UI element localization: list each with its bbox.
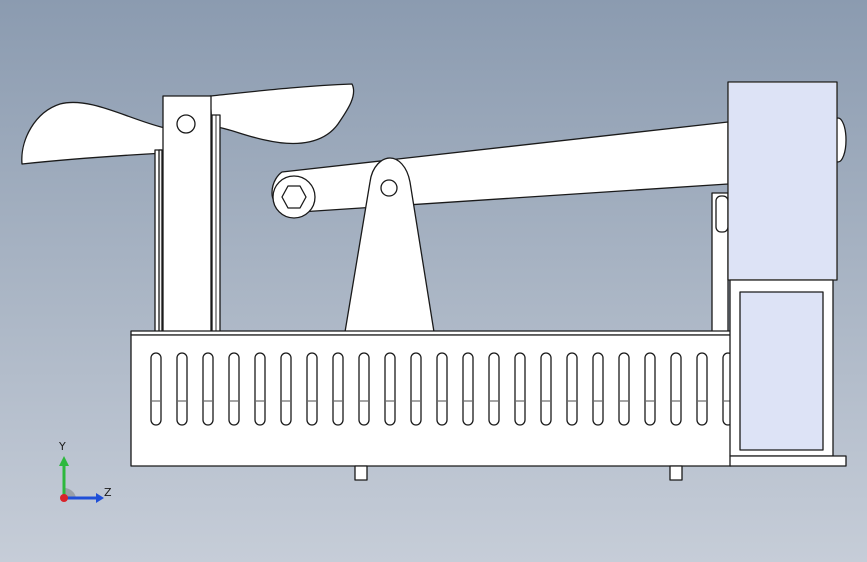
- vent-slot: [280, 352, 292, 426]
- right-housing-base[interactable]: [729, 455, 847, 467]
- vent-slot: [488, 352, 500, 426]
- vent-slot: [540, 352, 552, 426]
- left-wing-part[interactable]: [21, 101, 166, 165]
- base-box[interactable]: [130, 334, 732, 467]
- vent-slot: [306, 352, 318, 426]
- lever-beam[interactable]: [271, 121, 729, 213]
- vent-slot: [332, 352, 344, 426]
- left-post[interactable]: [162, 95, 212, 333]
- triad-z-label: Z: [104, 486, 112, 499]
- vent-slot: [176, 352, 188, 426]
- left-wing-right-part[interactable]: [209, 83, 355, 145]
- left-post-hole[interactable]: [176, 114, 196, 134]
- coordinate-triad: Y Z: [40, 436, 130, 516]
- vent-slot: [618, 352, 630, 426]
- pivot-support[interactable]: [344, 157, 435, 333]
- hex-bolt-icon: [281, 185, 307, 209]
- vent-slot: [670, 352, 682, 426]
- foot-right[interactable]: [669, 465, 683, 481]
- vent-slot: [410, 352, 422, 426]
- vent-slot: [228, 352, 240, 426]
- vent-slot: [254, 352, 266, 426]
- right-housing-upper-face[interactable]: [729, 83, 836, 279]
- vent-slot: [696, 352, 708, 426]
- vent-slot: [514, 352, 526, 426]
- right-roller[interactable]: [715, 195, 729, 233]
- vent-slot: [462, 352, 474, 426]
- pivot-hole[interactable]: [380, 179, 398, 197]
- vent-slot: [150, 352, 162, 426]
- vent-slot: [644, 352, 656, 426]
- vent-slot: [566, 352, 578, 426]
- left-rod-inner[interactable]: [158, 149, 163, 333]
- foot-left[interactable]: [354, 465, 368, 481]
- triad-axes: [59, 456, 104, 503]
- right-housing-window[interactable]: [739, 291, 824, 451]
- vent-slot: [384, 352, 396, 426]
- triad-y-label: Y: [59, 440, 66, 453]
- ventilation-slots: [150, 352, 734, 426]
- vent-slot: [592, 352, 604, 426]
- vent-slot: [202, 352, 214, 426]
- vent-slot: [436, 352, 448, 426]
- vent-slot: [358, 352, 370, 426]
